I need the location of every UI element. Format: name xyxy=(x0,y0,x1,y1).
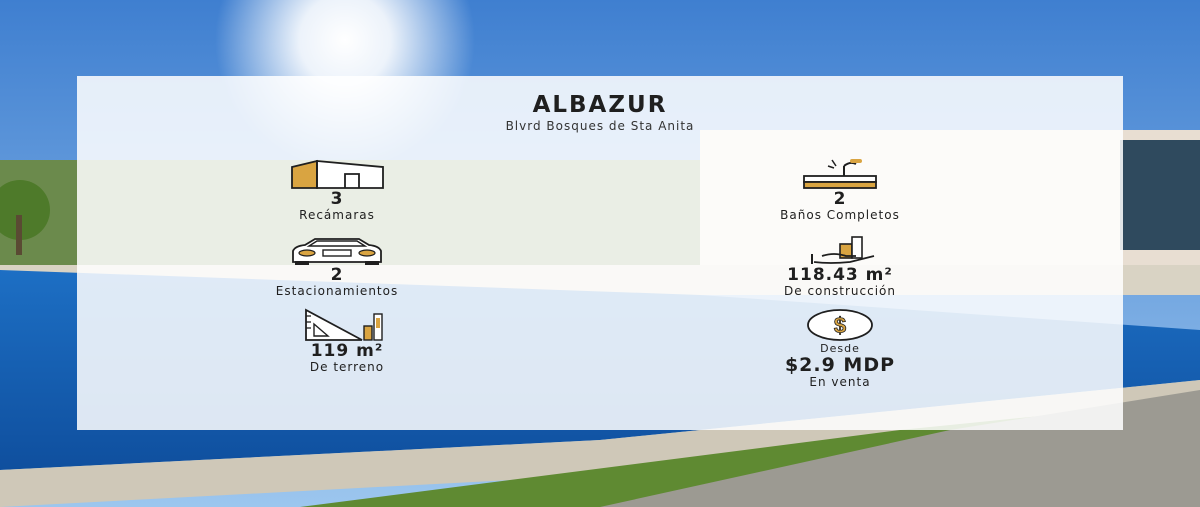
price-value: $2.9 MDP xyxy=(784,354,896,376)
land-feature: 119 m² De terreno xyxy=(257,308,437,374)
bathrooms-value: 2 xyxy=(833,189,847,209)
ruler-triangle-icon xyxy=(305,308,383,341)
sink-icon xyxy=(803,159,877,189)
land-label: De terreno xyxy=(309,360,385,374)
construction-value: 118.43 m² xyxy=(787,265,893,285)
bedrooms-value: 3 xyxy=(330,189,344,209)
svg-text:$: $ xyxy=(834,313,846,338)
construction-label: De construcción xyxy=(784,284,896,298)
parking-label: Estacionamientos xyxy=(275,284,399,298)
parking-value: 2 xyxy=(330,265,344,285)
price-prefix: Desde xyxy=(820,342,860,355)
car-icon xyxy=(292,238,382,265)
bedrooms-label: Recámaras xyxy=(299,208,375,222)
bathrooms-feature: 2 Baños Completos xyxy=(750,158,930,222)
land-value: 119 m² xyxy=(310,341,384,361)
listing-address: Blvrd Bosques de Sta Anita xyxy=(505,119,695,133)
bedrooms-feature: 3 Recámaras xyxy=(247,158,427,222)
hand-building-icon xyxy=(811,236,875,264)
parking-feature: 2 Estacionamientos xyxy=(237,236,437,298)
price-label: En venta xyxy=(809,375,871,389)
construction-feature: 118.43 m² De construcción xyxy=(740,234,940,298)
bathrooms-label: Baños Completos xyxy=(780,208,900,222)
info-panel: ALBAZUR Blvrd Bosques de Sta Anita 3 Rec… xyxy=(77,76,1123,430)
listing-title: ALBAZUR xyxy=(532,92,668,118)
dollar-icon: $ xyxy=(807,309,873,341)
price-feature: $ Desde $2.9 MDP En venta xyxy=(740,308,940,389)
house-icon xyxy=(291,159,384,189)
